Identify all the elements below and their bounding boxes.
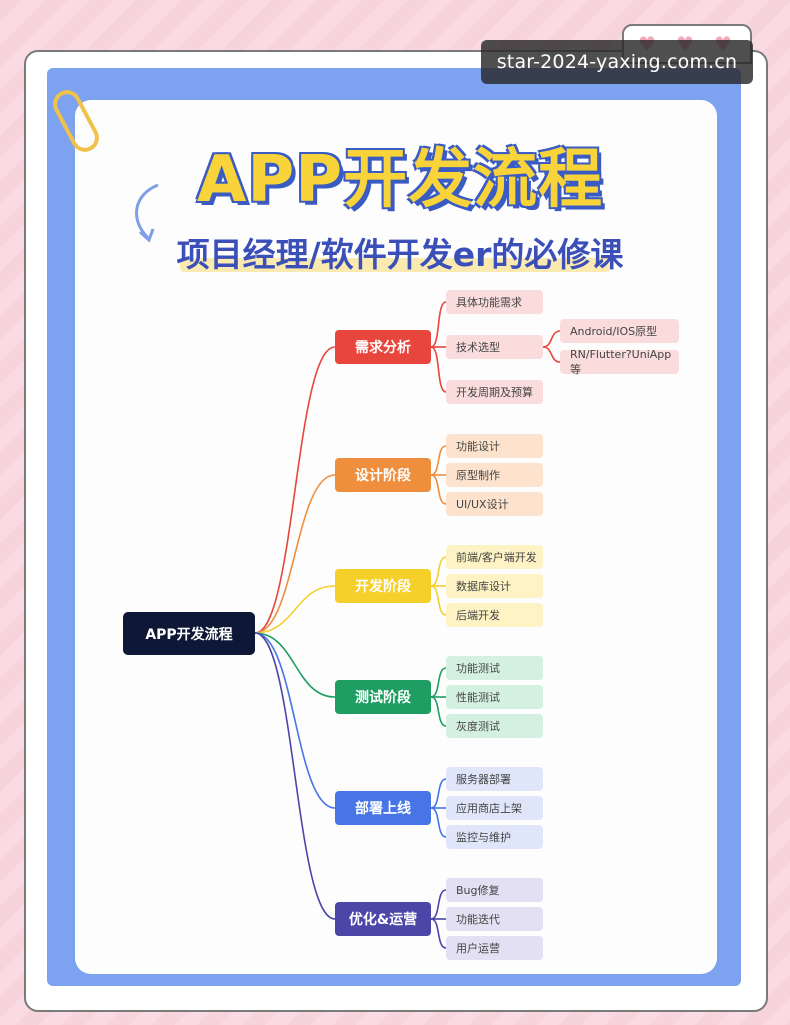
branch-connector [254, 474, 336, 634]
branch-node: 需求分析 [335, 330, 431, 364]
leaf-node: 后端开发 [446, 603, 543, 627]
leaf-node: 灰度测试 [446, 714, 543, 738]
leaf-node: 功能设计 [446, 434, 543, 458]
leaf-node: 开发周期及预算 [446, 380, 543, 404]
branch-connector [254, 632, 336, 698]
sub-leaf-node: RN/Flutter?UniApp等 [560, 348, 679, 376]
leaf-connector [430, 696, 447, 727]
leaf-connector [542, 346, 561, 363]
leaf-node: 数据库设计 [446, 574, 543, 598]
leaf-node: 技术选型 [446, 335, 543, 359]
leaf-node: 功能测试 [446, 656, 543, 680]
branch-node: 设计阶段 [335, 458, 431, 492]
branch-node: 优化&运营 [335, 902, 431, 936]
leaf-connector [430, 918, 447, 949]
leaf-node: 性能测试 [446, 685, 543, 709]
leaf-node: 用户运营 [446, 936, 543, 960]
leaf-node: Bug修复 [446, 878, 543, 902]
leaf-connector [430, 346, 447, 393]
leaf-connector [430, 807, 447, 838]
leaf-node: UI/UX设计 [446, 492, 543, 516]
page-subtitle: 项目经理/软件开发er的必修课 [176, 235, 624, 274]
leaf-node: 具体功能需求 [446, 290, 543, 314]
leaf-node: 功能迭代 [446, 907, 543, 931]
leaf-connector [542, 330, 561, 348]
leaf-connector [430, 556, 447, 587]
branch-connector [254, 346, 336, 634]
leaf-connector [430, 445, 447, 476]
leaf-node: 服务器部署 [446, 767, 543, 791]
branch-connector [254, 632, 336, 920]
leaf-connector [430, 585, 447, 616]
curved-arrow-icon [135, 183, 159, 243]
watermark: star-2024-yaxing.com.cn [481, 40, 753, 84]
mindmap-root: APP开发流程 [123, 612, 255, 655]
subtitle-highlight [180, 258, 610, 272]
leaf-node: 前端/客户端开发 [446, 545, 543, 569]
branch-connector [254, 632, 336, 809]
leaf-connector [430, 778, 447, 809]
leaf-node: 监控与维护 [446, 825, 543, 849]
branch-connector [254, 585, 336, 634]
page-title: APP开发流程 [196, 143, 604, 217]
leaf-node: 原型制作 [446, 463, 543, 487]
branch-node: 部署上线 [335, 791, 431, 825]
leaf-connector [430, 301, 447, 348]
sub-leaf-node: Android/IOS原型 [560, 319, 679, 343]
content-panel [75, 100, 717, 974]
leaf-connector [430, 667, 447, 698]
leaf-connector [430, 474, 447, 505]
leaf-connector [430, 889, 447, 920]
branch-node: 开发阶段 [335, 569, 431, 603]
leaf-node: 应用商店上架 [446, 796, 543, 820]
branch-node: 测试阶段 [335, 680, 431, 714]
